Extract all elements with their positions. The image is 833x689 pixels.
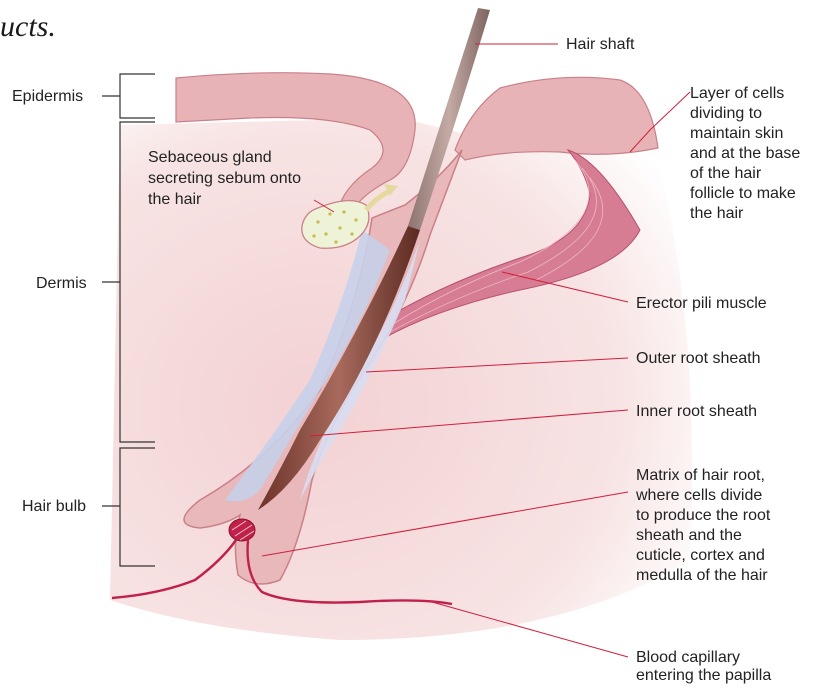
label-capillary: Blood capillary entering the papilla bbox=[636, 649, 771, 684]
label-epidermis: Epidermis bbox=[12, 88, 83, 105]
label-inner-root: Inner root sheath bbox=[636, 403, 757, 420]
label-dermis: Dermis bbox=[36, 275, 87, 292]
epidermis-right bbox=[455, 77, 658, 160]
epidermis-bracket bbox=[102, 74, 155, 118]
label-hair-bulb: Hair bulb bbox=[22, 498, 86, 515]
label-outer-root: Outer root sheath bbox=[636, 350, 761, 367]
heading-fragment: ucts. bbox=[0, 10, 56, 43]
label-layer-cells: Layer of cells dividing to maintain skin… bbox=[690, 85, 805, 222]
label-erector: Erector pili muscle bbox=[636, 295, 767, 312]
label-hair-shaft: Hair shaft bbox=[566, 36, 635, 53]
